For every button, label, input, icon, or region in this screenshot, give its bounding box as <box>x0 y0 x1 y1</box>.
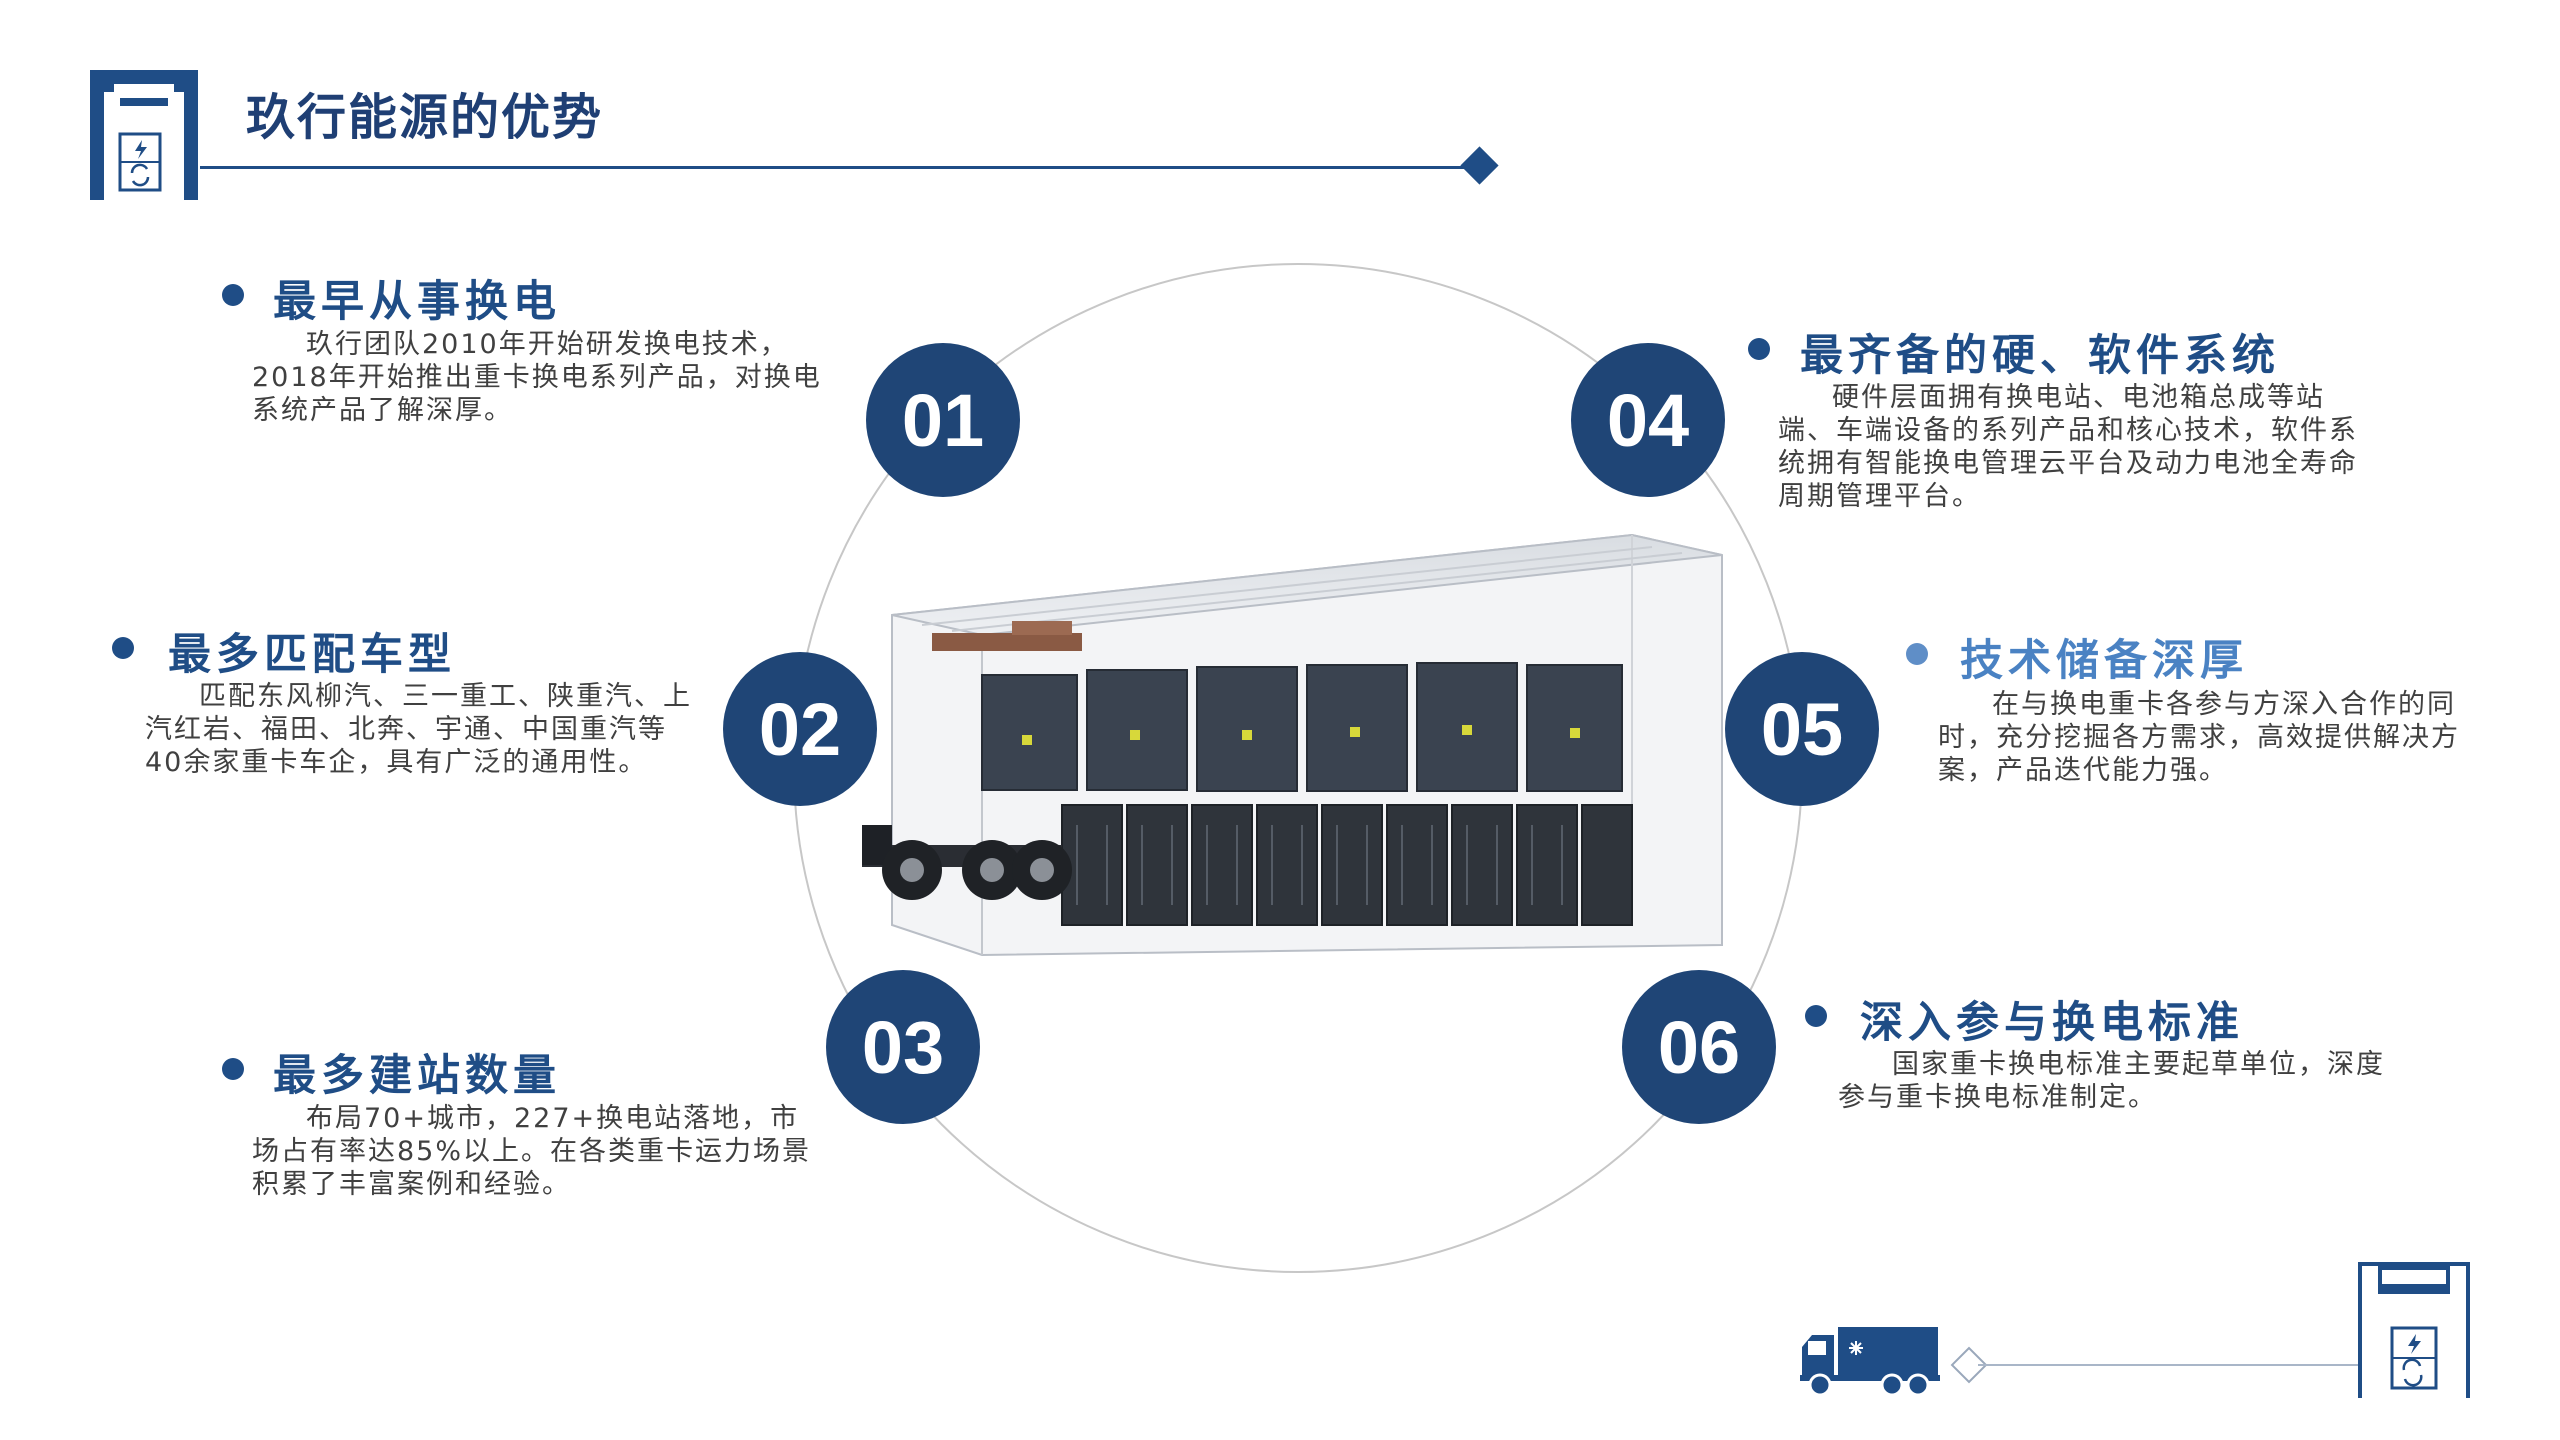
feature-02-title: 最多匹配车型 <box>168 630 456 680</box>
feature-04-bullet <box>1748 338 1770 360</box>
badge-03: 03 <box>826 970 980 1124</box>
header-logo-icon <box>90 70 198 204</box>
badge-05: 05 <box>1725 652 1879 806</box>
page-title: 玖行能源的优势 <box>246 89 604 146</box>
swap-station-illustration <box>862 525 1732 965</box>
feature-04-desc: 硬件层面拥有换电站、电池箱总成等站端、车端设备的系列产品和核心技术，软件系统拥有… <box>1778 382 2358 512</box>
feature-01-desc: 玖行团队2010年开始研发换电技术，2018年开始推出重卡换电系列产品，对换电系… <box>252 329 822 426</box>
footer-divider <box>1978 1364 2358 1366</box>
footer-logo-icon <box>2358 1262 2470 1402</box>
feature-05-bullet <box>1906 643 1928 665</box>
feature-03-desc: 布局70+城市，227+换电站落地，市场占有率达85%以上。在各类重卡运力场景积… <box>252 1103 812 1200</box>
feature-04-title: 最齐备的硬、软件系统 <box>1800 331 2280 381</box>
feature-02-bullet <box>112 637 134 659</box>
header-divider <box>200 166 1476 169</box>
feature-03-title: 最多建站数量 <box>273 1051 561 1101</box>
badge-02: 02 <box>723 652 877 806</box>
truck-icon <box>1800 1325 1940 1401</box>
feature-01-title: 最早从事换电 <box>273 277 561 327</box>
badge-04: 04 <box>1571 343 1725 497</box>
feature-03-bullet <box>222 1058 244 1080</box>
feature-02-desc: 匹配东风柳汽、三一重工、陕重汽、上汽红岩、福田、北奔、宇通、中国重汽等40余家重… <box>145 681 692 778</box>
header-diamond-icon <box>1460 146 1499 185</box>
feature-06-bullet <box>1805 1005 1827 1027</box>
badge-01: 01 <box>866 343 1020 497</box>
feature-05-title: 技术储备深厚 <box>1960 636 2248 686</box>
feature-06-title: 深入参与换电标准 <box>1860 998 2244 1048</box>
feature-01-bullet <box>222 284 244 306</box>
feature-06-desc: 国家重卡换电标准主要起草单位，深度参与重卡换电标准制定。 <box>1838 1049 2385 1113</box>
badge-06: 06 <box>1622 970 1776 1124</box>
feature-05-desc: 在与换电重卡各参与方深入合作的同时，充分挖掘各方需求，高效提供解决方案，产品迭代… <box>1938 689 2460 786</box>
